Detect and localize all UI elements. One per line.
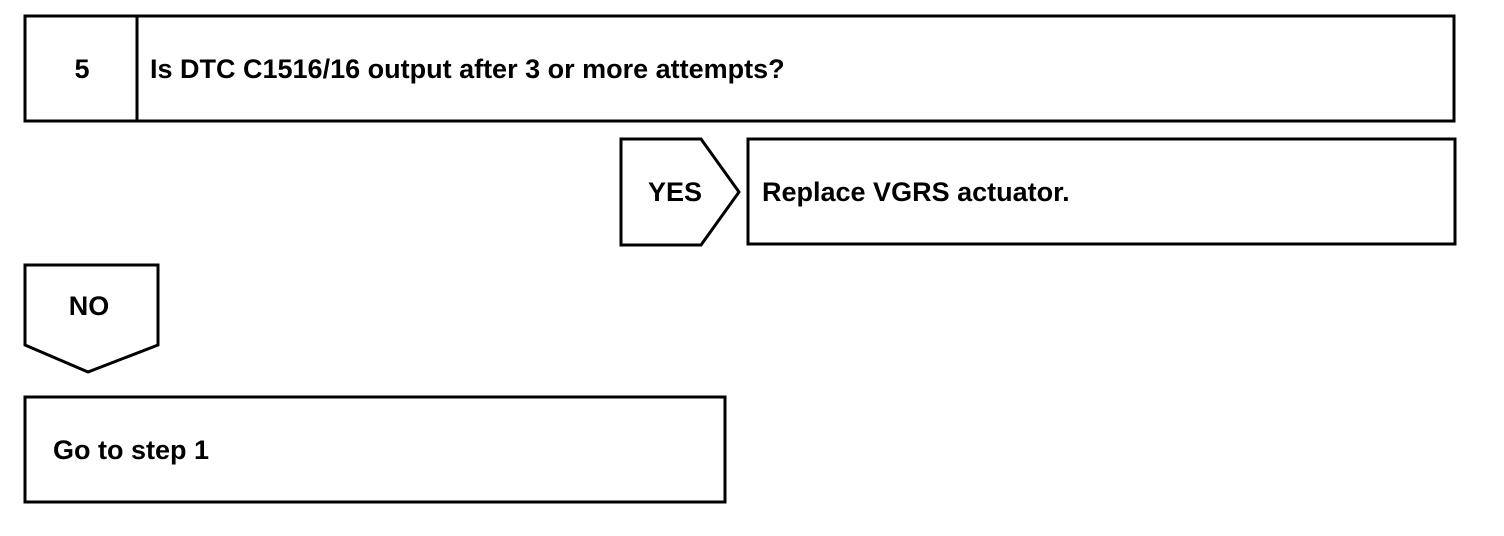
no-action-box — [23, 395, 727, 504]
no-label: NO — [68, 291, 110, 321]
yes-action-box — [746, 137, 1457, 246]
yes-label: YES — [647, 177, 703, 207]
yes-action-text: Replace VGRS actuator. — [762, 177, 1070, 207]
step-number: 5 — [74, 54, 90, 84]
step-box — [23, 14, 1456, 123]
yes-arrow — [619, 137, 741, 247]
no-arrow — [23, 263, 160, 374]
no-action-text: Go to step 1 — [53, 435, 210, 465]
step-question: Is DTC C1516/16 output after 3 or more a… — [150, 54, 785, 84]
